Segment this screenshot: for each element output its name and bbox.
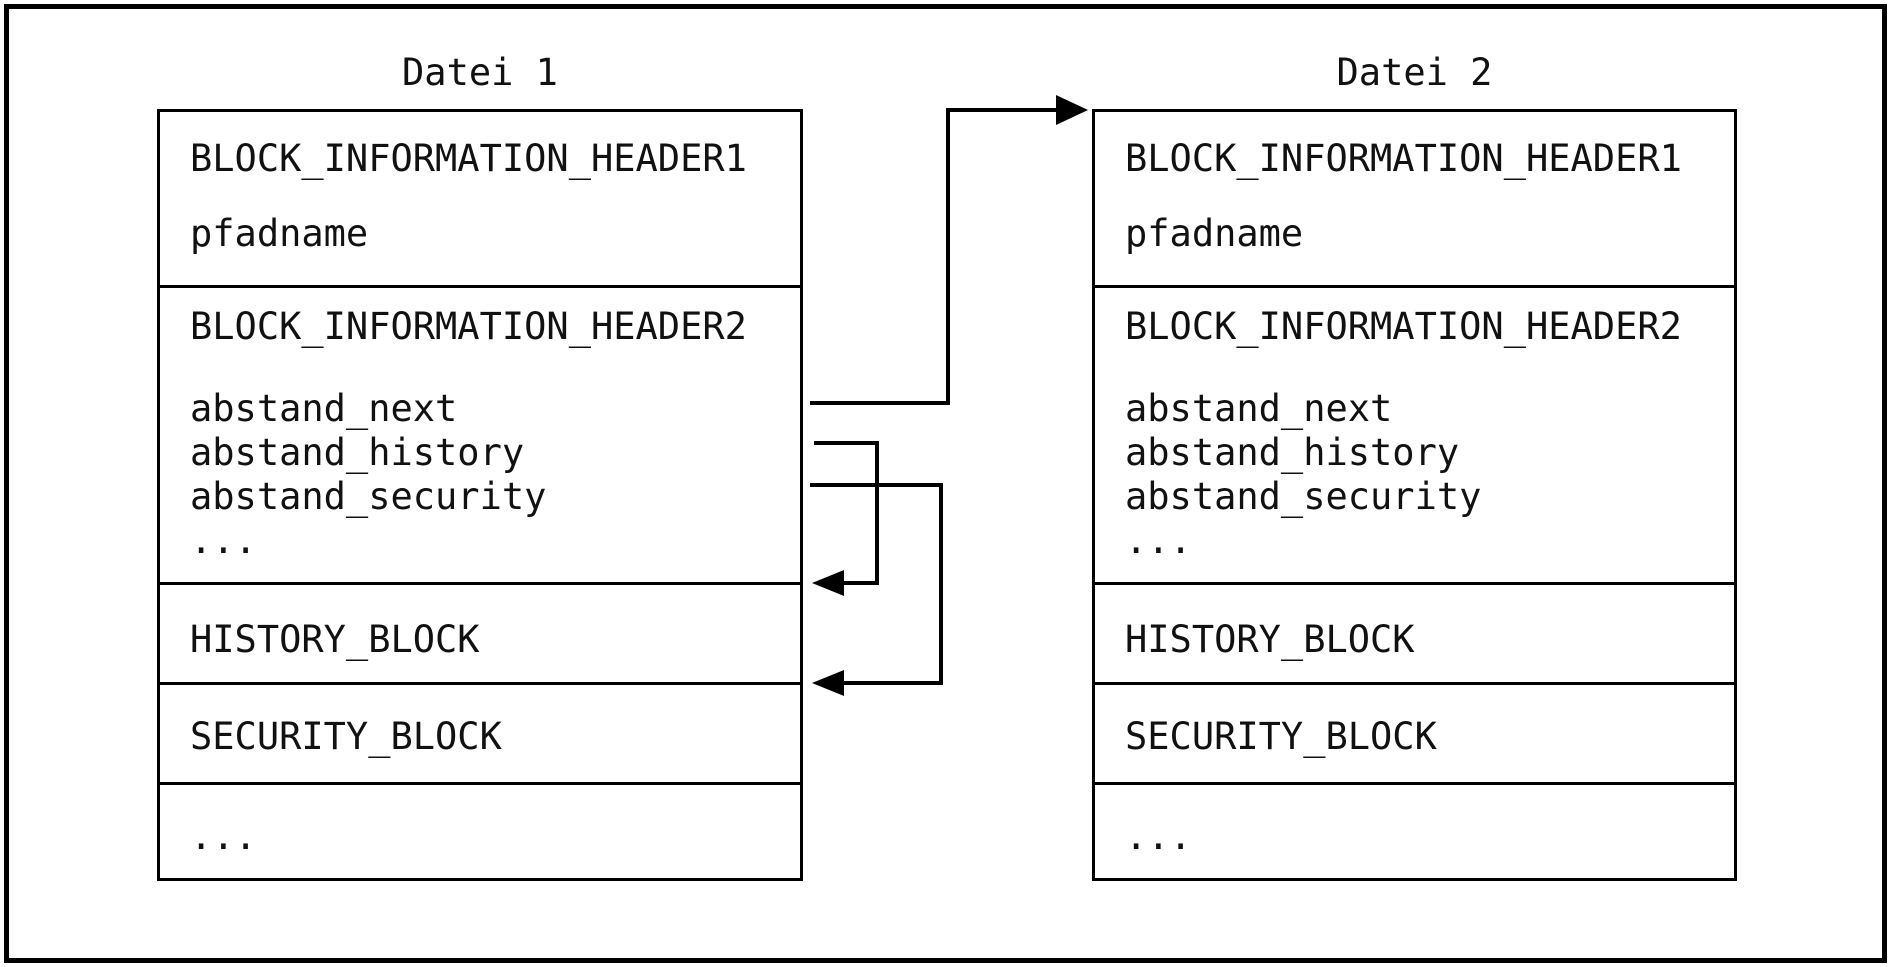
- abstand-next-field: abstand_next: [190, 387, 458, 430]
- abstand-security-field: abstand_security: [1125, 475, 1482, 518]
- abstand-next-arrow: [810, 95, 1088, 405]
- security-block-label: SECURITY_BLOCK: [190, 715, 502, 758]
- file1-history-block: HISTORY_BLOCK: [160, 582, 800, 682]
- file1-security-block: SECURITY_BLOCK: [160, 682, 800, 782]
- file1-title: Datei 1: [402, 51, 558, 94]
- ellipsis: ...: [1125, 815, 1192, 858]
- history-block-label: HISTORY_BLOCK: [190, 618, 480, 661]
- file2-security-block: SECURITY_BLOCK: [1095, 682, 1734, 782]
- file2-section-header1: BLOCK_INFORMATION_HEADER1 pfadname: [1095, 112, 1734, 285]
- abstand-history-field: abstand_history: [1125, 431, 1460, 474]
- security-block-label: SECURITY_BLOCK: [1125, 715, 1437, 758]
- abstand-next-field: abstand_next: [1125, 387, 1393, 430]
- ellipsis: ...: [190, 815, 257, 858]
- file2-section-header2: BLOCK_INFORMATION_HEADER2 abstand_next a…: [1095, 285, 1734, 582]
- ellipsis: ...: [190, 519, 257, 562]
- file2-tail-block: ...: [1095, 782, 1734, 878]
- abstand-security-arrow: [810, 483, 943, 696]
- file2-history-block: HISTORY_BLOCK: [1095, 582, 1734, 682]
- arrow-right-icon: [1056, 95, 1088, 125]
- file1-tail-block: ...: [160, 782, 800, 878]
- file1-box: BLOCK_INFORMATION_HEADER1 pfadname BLOCK…: [157, 109, 803, 881]
- block-information-header2-label: BLOCK_INFORMATION_HEADER2: [1125, 305, 1682, 348]
- arrow-left-icon: [812, 670, 844, 696]
- ellipsis: ...: [1125, 519, 1192, 562]
- arrow-left-icon: [812, 570, 844, 596]
- abstand-history-arrow: [812, 441, 879, 596]
- abstand-history-field: abstand_history: [190, 431, 525, 474]
- file1-section-header1: BLOCK_INFORMATION_HEADER1 pfadname: [160, 112, 800, 285]
- pfadname-field: pfadname: [190, 212, 369, 255]
- abstand-security-field: abstand_security: [190, 475, 547, 518]
- file1-section-header2: BLOCK_INFORMATION_HEADER2 abstand_next a…: [160, 285, 800, 582]
- file2-title: Datei 2: [1336, 51, 1493, 94]
- block-information-header1-label: BLOCK_INFORMATION_HEADER1: [1125, 137, 1682, 180]
- block-information-header1-label: BLOCK_INFORMATION_HEADER1: [190, 137, 747, 180]
- block-information-header2-label: BLOCK_INFORMATION_HEADER2: [190, 305, 747, 348]
- file2-box: BLOCK_INFORMATION_HEADER1 pfadname BLOCK…: [1092, 109, 1737, 881]
- pfadname-field: pfadname: [1125, 212, 1304, 255]
- history-block-label: HISTORY_BLOCK: [1125, 618, 1415, 661]
